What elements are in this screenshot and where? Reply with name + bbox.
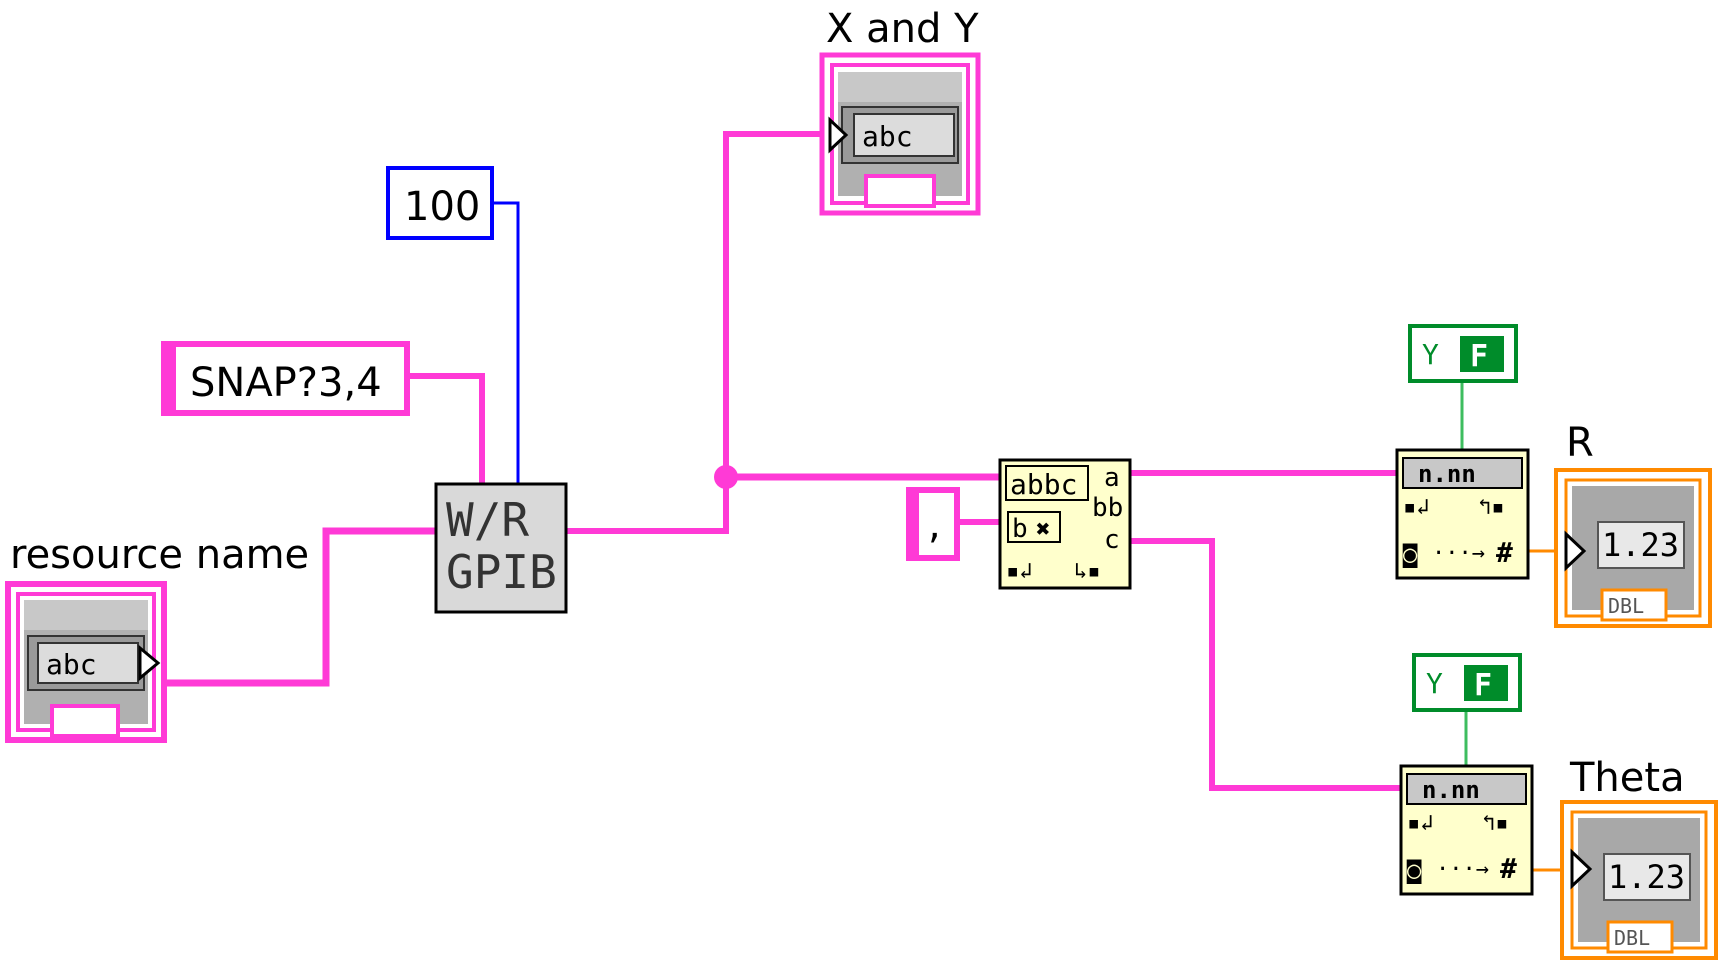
output-terminal-icon [138,644,161,682]
label-r: R [1566,420,1594,466]
scan-out-c: c [1104,525,1120,555]
input-terminal-icon [1570,848,1593,890]
x-and-y-glyph: abc [862,120,913,153]
label-x-and-y: X and Y [826,6,979,52]
r-boolean-constant[interactable]: Y F [1408,324,1518,383]
boolean-tf-icon: Y [1426,667,1443,700]
input-terminal-icon [1564,530,1587,572]
timeout-constant[interactable]: 100 [386,166,494,240]
delimiter-value: , [928,502,941,548]
boolean-tf-icon: Y [1422,338,1439,371]
gpib-label-2: GPIB [446,545,557,599]
scan-glyph-mid: b [1012,514,1028,544]
scan-out-a: a [1104,463,1120,493]
x-and-y-indicator[interactable]: abc [819,52,981,216]
command-constant[interactable]: SNAP?3,4 [161,341,410,416]
r-format-arrow-icon: ···→ [1432,541,1485,566]
theta-format-glyph: n.nn [1422,776,1480,804]
theta-indicator-repr: DBL [1614,926,1650,950]
r-format-error-in-icon: ▪↲ [1403,495,1430,520]
r-indicator-glyph: 1.23 [1602,526,1679,564]
scan-glyph-cross: ✖ [1036,515,1050,543]
label-resource-name: resource name [10,532,309,578]
r-format-error-out-icon: ↰▪ [1478,495,1505,520]
theta-format-error-in-icon: ▪↲ [1407,811,1434,836]
r-format-hash: # [1496,536,1513,569]
delimiter-constant[interactable]: , [906,487,960,561]
theta-indicator[interactable]: 1.23 DBL [1560,800,1718,960]
scan-error-out-icon: ↳▪ [1074,559,1101,584]
theta-format-error-out-icon: ↰▪ [1482,811,1509,836]
theta-format-hash: # [1500,852,1517,885]
r-indicator-repr: DBL [1608,594,1644,618]
input-terminal-icon [828,116,849,154]
wire-gpib-out[interactable] [566,477,729,534]
r-format-node[interactable]: n.nn ▪↲ ↰▪ ◙ ···→ # [1395,448,1530,580]
r-boolean-value: F [1470,339,1488,374]
r-indicator[interactable]: 1.23 DBL [1554,468,1712,628]
theta-format-target-icon: ◙ [1406,856,1422,884]
command-value: SNAP?3,4 [190,360,382,406]
theta-format-node[interactable]: n.nn ▪↲ ↰▪ ◙ ···→ # [1399,764,1534,896]
wire-timeout-to-gpib[interactable] [492,201,520,484]
scan-glyph-top: abbc [1010,468,1077,501]
scan-out-bb: bb [1092,493,1123,523]
timeout-value: 100 [404,184,480,230]
wire-resource-to-gpib[interactable] [158,527,436,687]
resource-name-glyph: abc [46,648,97,681]
scan-from-string-node[interactable]: abbc b ✖ a bb c ▪↲ ↳▪ [998,458,1132,590]
resource-name-control[interactable]: abc [5,581,167,743]
label-theta: Theta [1569,755,1685,801]
theta-indicator-glyph: 1.23 [1608,858,1685,896]
r-format-target-icon: ◙ [1402,540,1418,568]
theta-format-arrow-icon: ···→ [1436,857,1489,882]
scan-error-in-icon: ▪↲ [1006,559,1033,584]
wire-scan-to-theta-format[interactable] [1130,538,1401,791]
wire-command-to-gpib[interactable] [407,373,485,484]
r-format-glyph: n.nn [1418,460,1476,488]
theta-boolean-value: F [1474,668,1492,703]
wires [158,131,1572,872]
wire-junction-dot [714,465,738,489]
gpib-label-1: W/R [446,493,529,547]
theta-boolean-constant[interactable]: Y F [1412,653,1522,712]
wire-to-x-and-y[interactable] [723,131,828,477]
gpib-write-read-node[interactable]: W/R GPIB [434,482,568,614]
